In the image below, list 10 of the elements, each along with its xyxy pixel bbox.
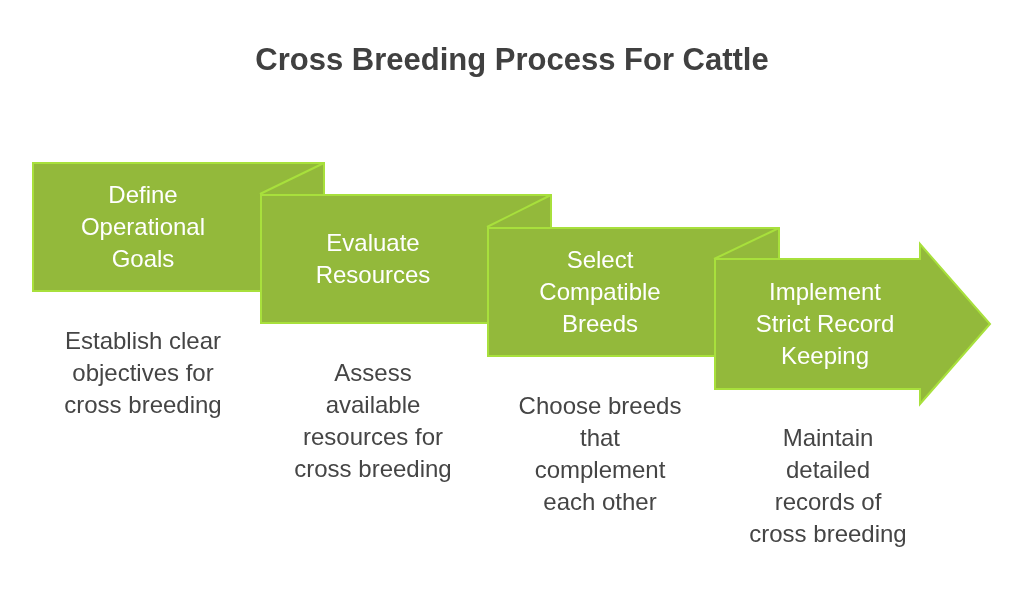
step-arrow: [714, 243, 992, 405]
step-title: Implement Strict Record Keeping: [754, 277, 896, 371]
step-description: Maintain detailed records of cross breeding: [748, 423, 908, 549]
step-title: Select Compatible Breeds: [538, 245, 662, 339]
step-title: Define Operational Goals: [79, 180, 207, 274]
diagram-title: Cross Breeding Process For Cattle: [255, 41, 769, 79]
step-description: Establish clear objectives for cross breeding: [63, 326, 223, 420]
step-title: Evaluate Resources: [314, 228, 432, 290]
step-description: Choose breeds that complement each other: [517, 391, 683, 517]
step-description: Assess available resources for cross breeding: [293, 358, 453, 484]
